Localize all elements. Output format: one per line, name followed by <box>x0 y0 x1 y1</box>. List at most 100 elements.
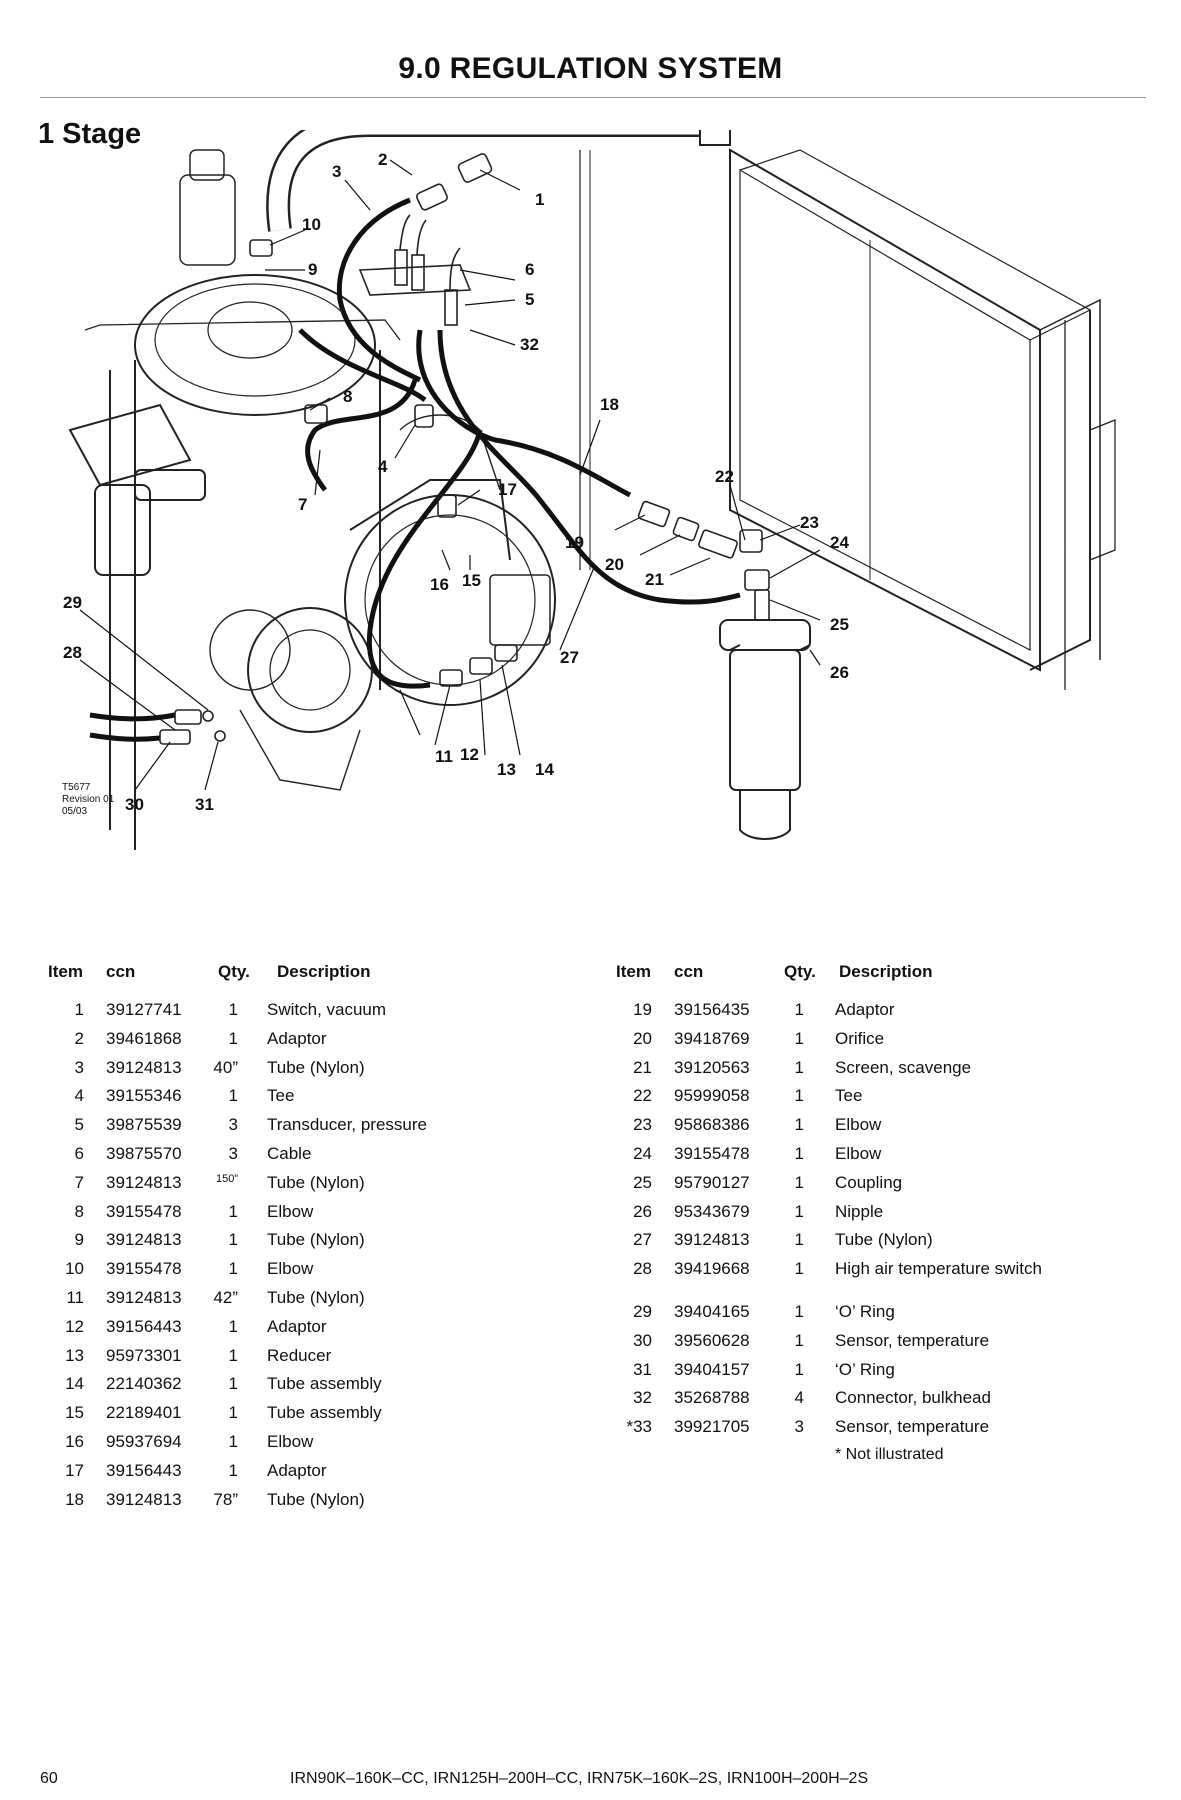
title-rule <box>40 97 1146 98</box>
callout-4: 4 <box>378 457 388 476</box>
cell-item: 4 <box>74 1086 84 1106</box>
cell-ccn: 39155346 <box>106 1086 182 1106</box>
cell-description: Tube (Nylon) <box>267 1489 365 1509</box>
cell-qty: 1 <box>228 1431 238 1451</box>
cell-qty: 150” <box>215 1172 238 1185</box>
callout-18: 18 <box>600 395 619 414</box>
cell-ccn: 39560628 <box>674 1330 750 1350</box>
callout-31: 31 <box>195 795 214 814</box>
callout-32: 32 <box>520 335 539 354</box>
header-ccn: ccn <box>106 962 136 981</box>
cell-ccn: 95937694 <box>106 1431 182 1451</box>
cell-ccn: 39155478 <box>106 1201 182 1221</box>
cell-item: 18 <box>65 1489 84 1509</box>
cell-item: 5 <box>74 1115 84 1135</box>
cell-ccn: 39156435 <box>674 1000 750 1019</box>
section-subtitle: 1 Stage <box>38 118 142 150</box>
callout-23: 23 <box>800 513 819 532</box>
cell-description: Tee <box>267 1086 295 1106</box>
cell-ccn: 39124813 <box>106 1230 182 1250</box>
callout-13: 13 <box>497 760 516 779</box>
cell-description: Adaptor <box>267 1316 327 1336</box>
callout-9: 9 <box>308 260 317 279</box>
nylon-tubes-drawing <box>89 197 741 742</box>
cell-description: Tube assembly <box>267 1403 382 1423</box>
cell-qty: 1 <box>228 1086 238 1106</box>
table-header: Item ccn Qty. Description <box>608 962 1148 992</box>
page-title: 9.0 REGULATION SYSTEM <box>398 52 783 85</box>
cell-description: Switch, vacuum <box>267 1000 387 1019</box>
callout-2: 2 <box>378 150 387 169</box>
cell-item: 20 <box>633 1028 652 1048</box>
table-row: 4 39155346 1 Tee <box>40 1086 580 1115</box>
header-ccn: ccn <box>674 962 704 981</box>
callout-22: 22 <box>715 467 734 486</box>
callout-27: 27 <box>560 648 579 667</box>
cell-qty: 1 <box>228 1000 238 1019</box>
callout-3: 3 <box>332 162 341 181</box>
header-description: Description <box>839 962 933 981</box>
cell-qty: 1 <box>228 1259 238 1279</box>
cell-item: 27 <box>633 1230 652 1250</box>
cell-ccn: 39156443 <box>106 1460 182 1480</box>
cell-ccn: 39127741 <box>106 1000 182 1019</box>
cell-qty: 1 <box>228 1374 238 1394</box>
cell-description: Tee <box>835 1086 863 1106</box>
cell-description: Elbow <box>835 1115 882 1135</box>
cell-description: Tube (Nylon) <box>267 1230 365 1250</box>
cell-qty: 1 <box>794 1201 804 1221</box>
cell-description: Tube (Nylon) <box>267 1287 365 1307</box>
figure-id-line: Revision 01 <box>62 794 115 805</box>
cell-ccn: 39156443 <box>106 1316 182 1336</box>
cell-item: 22 <box>633 1086 652 1106</box>
cell-qty: 1 <box>228 1028 238 1048</box>
cell-item: 29 <box>633 1301 652 1321</box>
cell-description: Elbow <box>835 1143 882 1163</box>
cell-item: 11 <box>66 1287 84 1307</box>
cell-ccn: 39921705 <box>674 1417 750 1437</box>
model-list: IRN90K–160K–CC, IRN125H–200H–CC, IRN75K–… <box>290 1770 869 1787</box>
header-qty: Qty. <box>218 962 250 981</box>
table-header: Item ccn Qty. Description <box>40 962 580 992</box>
left-bracket-drawing <box>68 403 206 576</box>
callout-19: 19 <box>565 533 584 552</box>
cell-ccn: 39875570 <box>106 1143 182 1163</box>
cell-qty: 1 <box>794 1230 804 1250</box>
callout-11: 11 <box>435 747 453 766</box>
cell-description: Adaptor <box>267 1028 327 1048</box>
callout-labels: 1 2 3 4 5 6 7 8 9 10 11 12 13 14 15 16 1… <box>63 150 849 814</box>
cell-qty: 1 <box>794 1301 804 1321</box>
cell-description: Screen, scavenge <box>835 1057 972 1077</box>
cell-description: Cable <box>267 1143 312 1163</box>
cell-item: 16 <box>65 1431 84 1451</box>
cell-description: Elbow <box>267 1201 314 1221</box>
cell-qty: 1 <box>794 1359 804 1379</box>
callout-29: 29 <box>63 593 82 612</box>
cell-ccn: 39419668 <box>674 1259 750 1279</box>
cell-ccn: 39124813 <box>106 1057 182 1077</box>
cell-description: Orifice <box>835 1028 885 1048</box>
cell-item: 31 <box>633 1359 652 1379</box>
cell-item: 15 <box>65 1403 84 1423</box>
figure-id-line: 05/03 <box>62 806 87 817</box>
cooler-drawing <box>729 148 1116 690</box>
cell-description: ‘O’ Ring <box>835 1359 895 1379</box>
callout-14: 14 <box>535 760 554 779</box>
cell-ccn: 39120563 <box>674 1057 750 1077</box>
header-item: Item <box>48 962 83 981</box>
